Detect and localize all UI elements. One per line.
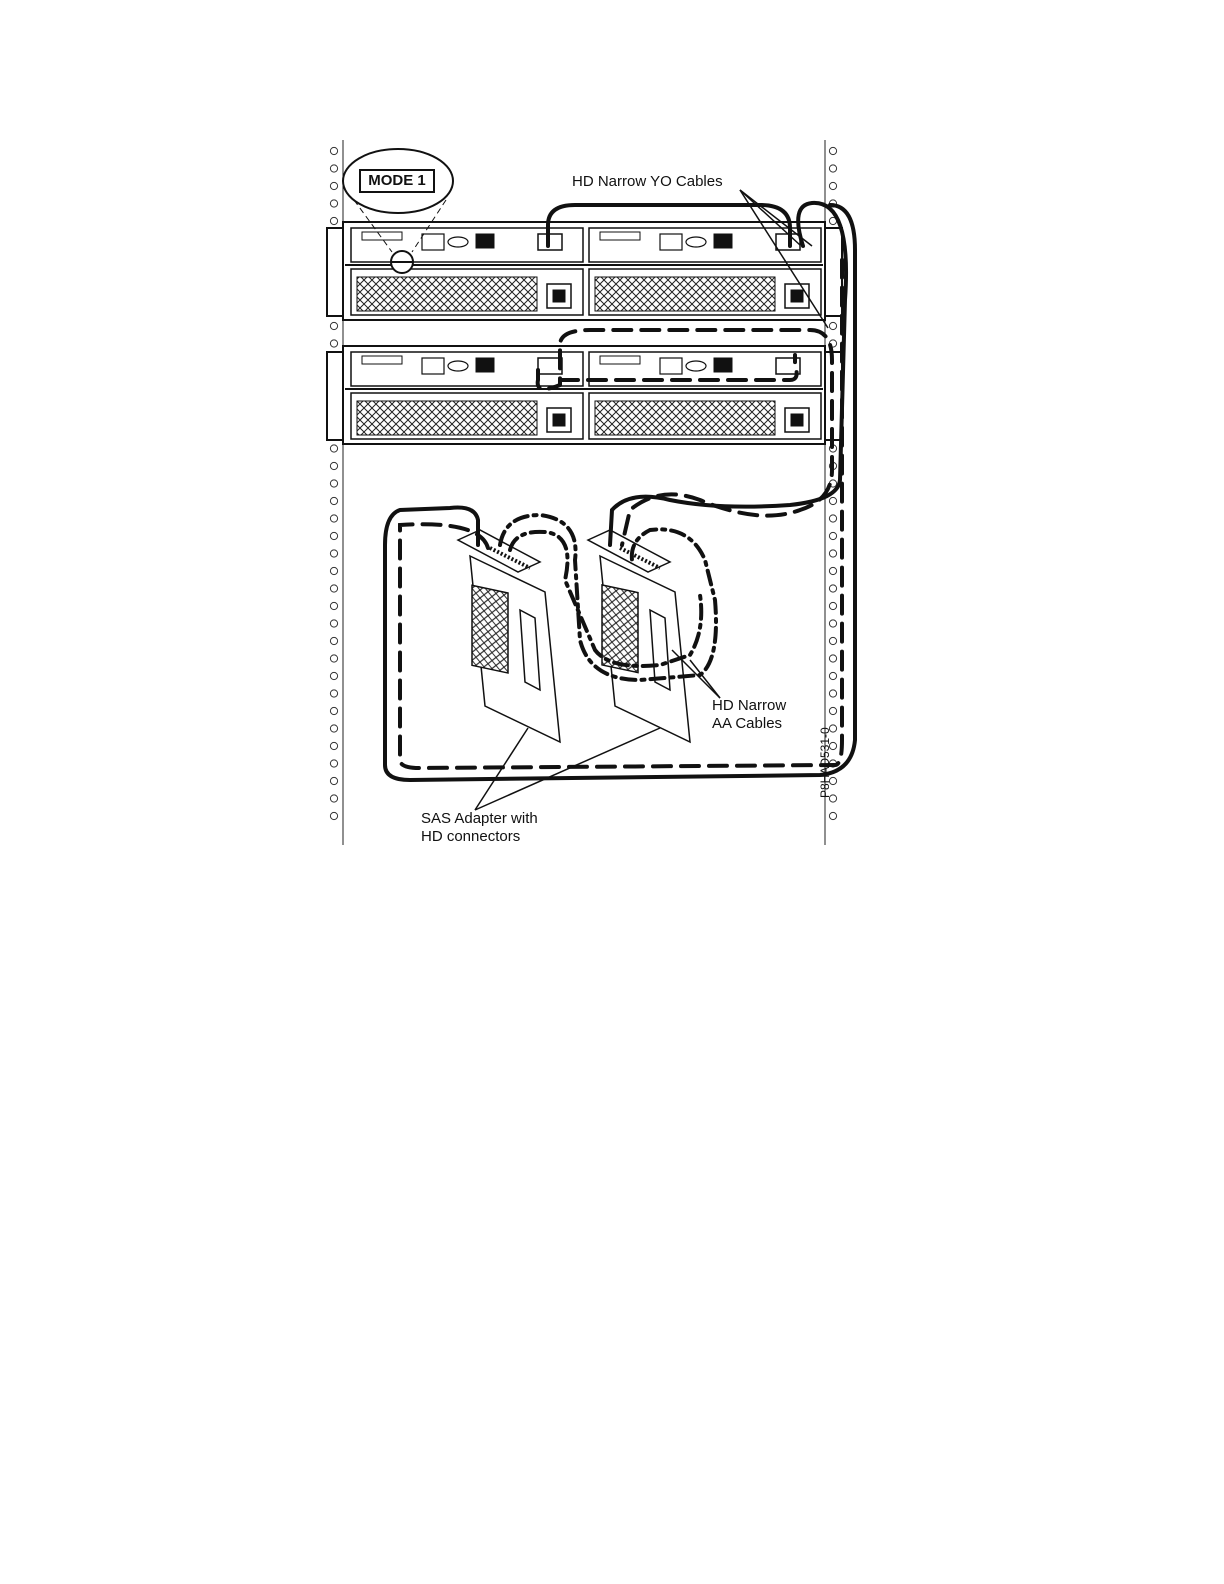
rack-hole bbox=[829, 550, 836, 557]
rack-hole bbox=[330, 497, 337, 504]
rack-hole bbox=[330, 777, 337, 784]
rack-hole bbox=[330, 602, 337, 609]
rack-hole bbox=[829, 672, 836, 679]
rack-hole bbox=[330, 445, 337, 452]
rack-hole bbox=[330, 322, 337, 329]
rack-hole bbox=[330, 165, 337, 172]
rack-hole bbox=[330, 707, 337, 714]
yo-cables-label: HD Narrow YO Cables bbox=[572, 173, 723, 191]
rack-hole bbox=[330, 742, 337, 749]
rack-hole bbox=[330, 340, 337, 347]
rack-hole bbox=[829, 655, 836, 662]
rack-hole bbox=[829, 585, 836, 592]
rack-hole bbox=[330, 655, 337, 662]
rack-hole bbox=[330, 480, 337, 487]
rack-hole bbox=[330, 620, 337, 627]
rack-hole bbox=[829, 620, 836, 627]
rack-hole bbox=[330, 690, 337, 697]
rack-hole bbox=[330, 672, 337, 679]
rack-hole bbox=[829, 602, 836, 609]
aa-cables-label-line1: HD Narrow bbox=[712, 697, 786, 715]
rack-hole bbox=[330, 637, 337, 644]
mode-label: MODE 1 bbox=[360, 170, 434, 192]
rack-hole bbox=[829, 182, 836, 189]
rack-hole bbox=[829, 567, 836, 574]
rack-hole bbox=[330, 725, 337, 732]
storage-enclosure-bottom bbox=[327, 346, 842, 444]
rack-hole bbox=[330, 462, 337, 469]
rack-hole bbox=[829, 707, 836, 714]
rack-hole bbox=[829, 690, 836, 697]
rack-hole bbox=[330, 147, 337, 154]
rack-hole bbox=[829, 532, 836, 539]
rack-hole bbox=[829, 515, 836, 522]
rack-hole bbox=[330, 585, 337, 592]
rack-hole bbox=[330, 812, 337, 819]
rack-hole bbox=[330, 550, 337, 557]
rack-hole bbox=[330, 182, 337, 189]
rack-hole bbox=[829, 165, 836, 172]
sas-adapter-left bbox=[458, 530, 560, 742]
rack-hole bbox=[330, 795, 337, 802]
rack-hole bbox=[829, 147, 836, 154]
adapter-label-line2: HD connectors bbox=[421, 828, 520, 846]
rack-hole bbox=[829, 322, 836, 329]
rack-hole bbox=[330, 760, 337, 767]
sas-adapter-right bbox=[588, 530, 690, 742]
enclosure-top-right-ear bbox=[824, 228, 842, 316]
rack-hole bbox=[829, 637, 836, 644]
rack-hole bbox=[330, 532, 337, 539]
rack-hole bbox=[330, 217, 337, 224]
figure-id: P8HAD531-0 bbox=[818, 727, 832, 798]
rack-hole bbox=[330, 515, 337, 522]
rack-hole bbox=[829, 812, 836, 819]
aa-cables-label-line2: AA Cables bbox=[712, 715, 782, 733]
rack-hole bbox=[330, 567, 337, 574]
rack-hole bbox=[330, 200, 337, 207]
rack-hole bbox=[829, 497, 836, 504]
adapter-label-line1: SAS Adapter with bbox=[421, 810, 538, 828]
